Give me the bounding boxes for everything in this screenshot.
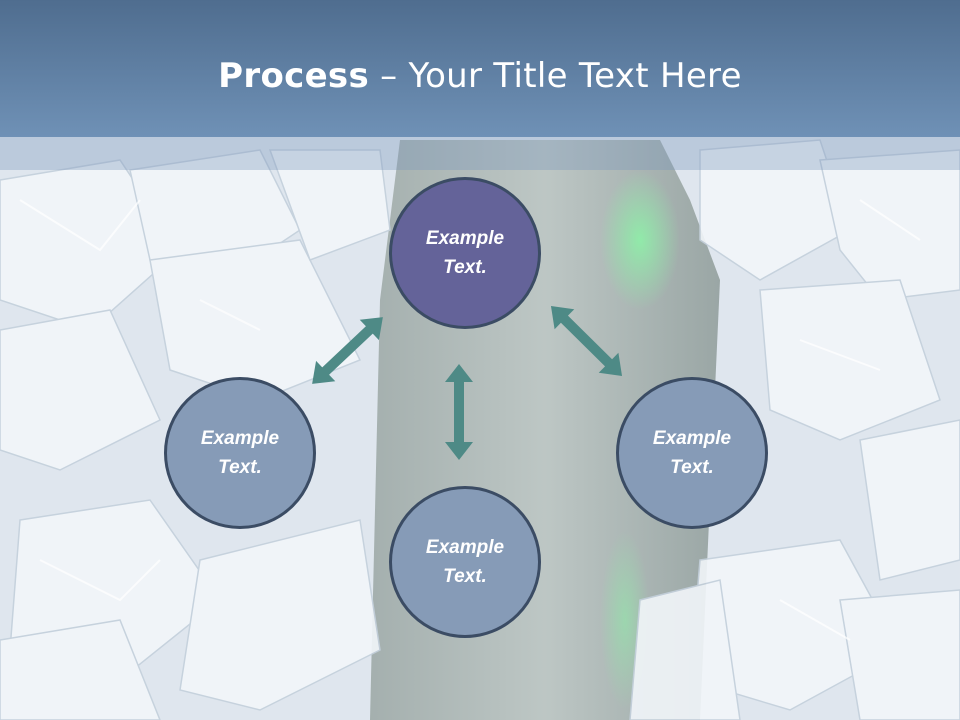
title-underlay-band <box>0 137 960 170</box>
node-bottom-line2: Text. <box>443 566 487 587</box>
process-node-bottom: Example Text. <box>389 486 541 638</box>
node-left-line1: Example <box>200 428 280 449</box>
node-left-line2: Text. <box>218 457 262 478</box>
process-node-top: Example Text. <box>389 177 541 329</box>
process-node-right: Example Text. <box>616 377 768 529</box>
node-top-line2: Text. <box>443 257 487 278</box>
node-top-line1: Example <box>425 228 505 249</box>
title-bar <box>0 0 960 137</box>
title-bold-part: Process <box>218 56 370 96</box>
process-node-left: Example Text. <box>164 377 316 529</box>
node-right-line2: Text. <box>670 457 714 478</box>
double-arrow-vertical <box>445 364 473 460</box>
title-rest-part: – Your Title Text Here <box>369 56 742 96</box>
slide-title: Process – Your Title Text Here <box>0 48 960 104</box>
double-arrow-top-left <box>312 317 383 384</box>
node-bottom-line1: Example <box>425 537 505 558</box>
node-right-line1: Example <box>652 428 732 449</box>
double-arrow-top-right <box>550 305 623 377</box>
